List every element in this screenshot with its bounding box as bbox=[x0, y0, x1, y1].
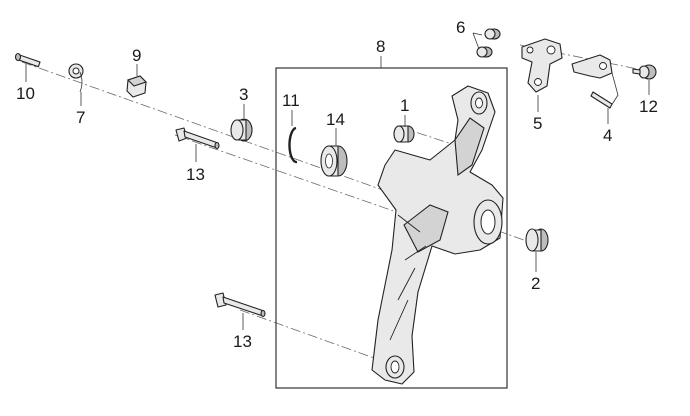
callout-2: 2 bbox=[531, 274, 540, 293]
callout-7: 7 bbox=[76, 108, 85, 127]
bushing-part-1 bbox=[393, 125, 415, 143]
callout-8: 8 bbox=[376, 37, 385, 56]
bearing-part-14 bbox=[320, 145, 348, 177]
leader-6b bbox=[472, 32, 480, 50]
clip-part-7 bbox=[68, 63, 84, 93]
callout-14: 14 bbox=[326, 110, 345, 129]
bushing-part-2 bbox=[525, 228, 549, 252]
bracket-part-8 bbox=[371, 85, 504, 385]
bolt-part-13-lower bbox=[214, 292, 266, 318]
bolt-part-12 bbox=[632, 64, 657, 80]
callout-3: 3 bbox=[239, 85, 248, 104]
bolt-part-6 bbox=[476, 28, 501, 58]
pin-part-10 bbox=[14, 52, 41, 68]
callout-10: 10 bbox=[16, 84, 35, 103]
circlip-part-11 bbox=[288, 126, 298, 164]
callout-1: 1 bbox=[400, 96, 409, 115]
callout-13-lower: 13 bbox=[233, 332, 252, 351]
bushing-part-3 bbox=[230, 118, 253, 142]
nut-part-9 bbox=[126, 75, 148, 98]
callout-4: 4 bbox=[603, 126, 612, 145]
bolt-part-13-upper bbox=[175, 127, 220, 150]
callout-6: 6 bbox=[456, 18, 465, 37]
callout-5: 5 bbox=[533, 114, 542, 133]
assembly-axis-lower bbox=[239, 309, 403, 369]
assembly-frame-part-8 bbox=[275, 67, 508, 389]
lever-part-4 bbox=[571, 54, 619, 109]
callout-11: 11 bbox=[282, 91, 300, 110]
leader-6 bbox=[472, 32, 483, 36]
callout-9: 9 bbox=[132, 46, 141, 65]
callout-12: 12 bbox=[639, 97, 658, 116]
assembly-axis-bolt bbox=[174, 134, 409, 217]
linkage-part-5 bbox=[521, 38, 563, 93]
callout-13-upper: 13 bbox=[186, 165, 205, 184]
